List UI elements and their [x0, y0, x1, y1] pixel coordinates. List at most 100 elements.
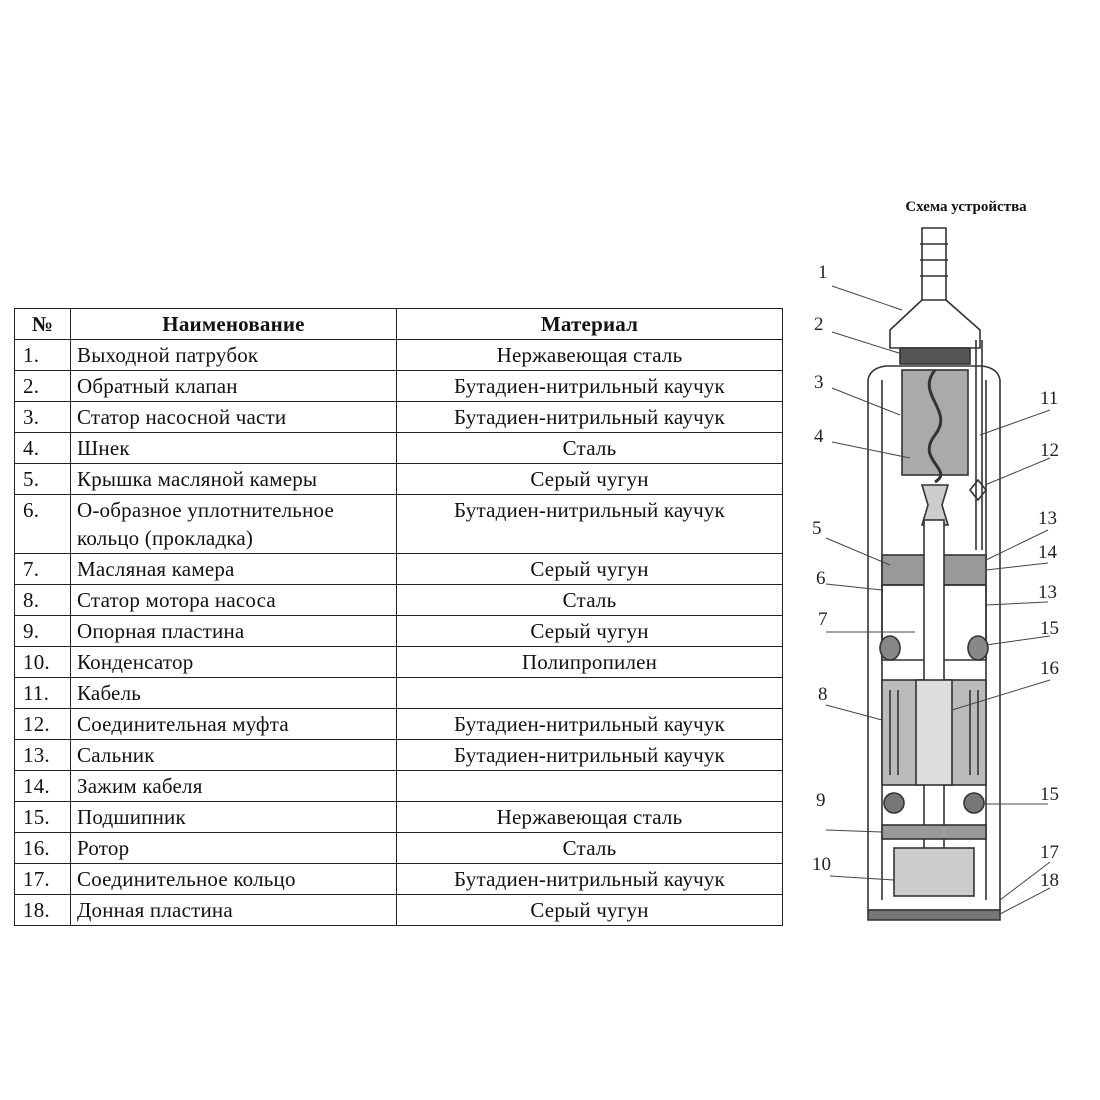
cell-material: Сталь [396, 832, 783, 864]
cell-material: Бутадиен-нитрильный каучук [396, 494, 783, 554]
cell-num: 16. [14, 832, 71, 864]
cell-num: 2. [14, 370, 71, 402]
cell-num: 1. [14, 339, 71, 371]
cell-material: Сталь [396, 432, 783, 464]
callout-4: 4 [814, 426, 824, 447]
check-valve [899, 347, 971, 365]
table-header: № Наименование Материал [14, 308, 783, 340]
cell-name: Сальник [70, 739, 397, 771]
cell-num: 3. [14, 401, 71, 433]
top-cone [889, 299, 981, 349]
callout-18: 18 [1040, 870, 1059, 891]
cell-name: Шнек [70, 432, 397, 464]
callout-12: 12 [1040, 440, 1059, 461]
cell-name: Статор насосной части [70, 401, 397, 433]
callout-2: 2 [814, 314, 824, 335]
callout-17: 17 [1040, 842, 1059, 863]
cell-name: Подшипник [70, 801, 397, 833]
cell-num: 13. [14, 739, 71, 771]
pump-stator [901, 369, 969, 476]
callout-labels: 1 2 3 4 5 6 7 8 9 10 11 12 13 14 13 15 1… [812, 262, 1059, 891]
bearing [883, 792, 905, 814]
callout-13a: 13 [1038, 508, 1057, 529]
cell-num: 14. [14, 770, 71, 802]
callout-8: 8 [818, 684, 828, 705]
callout-1: 1 [818, 262, 828, 283]
bottom-plate [867, 909, 1001, 921]
cell-num: 15. [14, 801, 71, 833]
cell-material: Серый чугун [396, 894, 783, 926]
pump-drawing [867, 227, 1001, 921]
callout-15b: 15 [1040, 784, 1059, 805]
cell-name: Ротор [70, 832, 397, 864]
cell-material: Бутадиен-нитрильный каучук [396, 401, 783, 433]
cell-name: Опорная пластина [70, 615, 397, 647]
callout-16: 16 [1040, 658, 1059, 679]
cell-name: Масляная камера [70, 553, 397, 585]
header-name: Наименование [70, 308, 397, 340]
callout-6: 6 [816, 568, 826, 589]
cell-material: Бутадиен-нитрильный каучук [396, 863, 783, 895]
cell-name: Крышка масляной камеры [70, 463, 397, 495]
cell-material [396, 677, 783, 709]
cell-material: Нержавеющая сталь [396, 801, 783, 833]
cell-name: Соединительная муфта [70, 708, 397, 740]
cell-num: 10. [14, 646, 71, 678]
cell-num: 4. [14, 432, 71, 464]
header-material: Материал [396, 308, 783, 340]
rotor [915, 679, 953, 786]
callout-3: 3 [814, 372, 824, 393]
cell-name: Конденсатор [70, 646, 397, 678]
cell-num: 6. [14, 494, 71, 554]
cell-material [396, 770, 783, 802]
cell-num: 5. [14, 463, 71, 495]
callout-9: 9 [816, 790, 826, 811]
cell-material: Бутадиен-нитрильный каучук [396, 370, 783, 402]
callout-7: 7 [818, 609, 828, 630]
cell-material: Полипропилен [396, 646, 783, 678]
diagram-title: Схема устройства [905, 199, 1027, 215]
cell-name: О-образное уплотнительное кольцо (прокла… [70, 494, 397, 554]
leader-lines [825, 285, 1051, 915]
cell-num: 8. [14, 584, 71, 616]
cell-material: Серый чугун [396, 615, 783, 647]
callout-13b: 13 [1038, 582, 1057, 603]
header-num: № [14, 308, 71, 340]
oil-chamber [881, 584, 987, 661]
support-plate [881, 824, 987, 840]
pump-diagram: 1 2 3 4 5 6 7 8 9 10 11 12 13 14 13 15 1… [812, 227, 1059, 921]
callout-11: 11 [1040, 388, 1058, 409]
cell-num: 9. [14, 615, 71, 647]
callout-5: 5 [812, 518, 822, 539]
cell-material: Серый чугун [396, 553, 783, 585]
cable [975, 340, 983, 550]
cell-name: Статор мотора насоса [70, 584, 397, 616]
capacitor [893, 847, 975, 897]
cell-num: 12. [14, 708, 71, 740]
cell-num: 18. [14, 894, 71, 926]
cell-num: 17. [14, 863, 71, 895]
cell-material: Нержавеющая сталь [396, 339, 783, 371]
table-row: 14.Зажим кабеля [14, 770, 783, 802]
table-row: 11.Кабель [14, 677, 783, 709]
header-row: № Наименование Материал [14, 308, 783, 340]
table-row: 6.О-образное уплотнительное кольцо (прок… [14, 494, 783, 554]
parts-table: № Наименование Материал 1.Выходной патру… [14, 308, 783, 926]
coupling [920, 484, 950, 526]
cell-material: Серый чугун [396, 463, 783, 495]
cell-name: Кабель [70, 677, 397, 709]
